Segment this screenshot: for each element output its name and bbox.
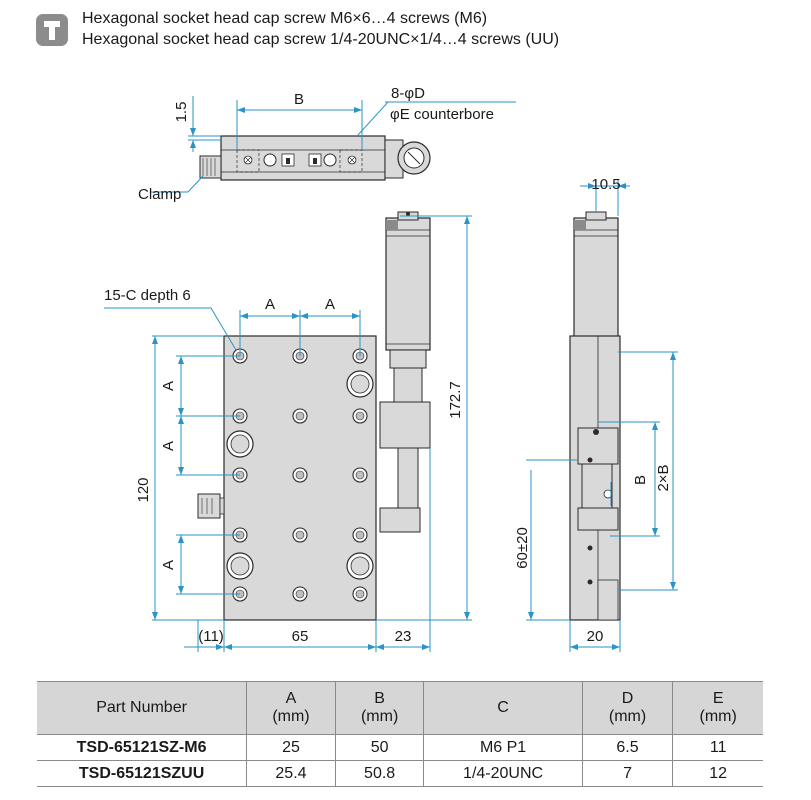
dim-2b: 2×B [655, 464, 672, 491]
col-b: B(mm) [334, 681, 425, 735]
dim-23: 23 [395, 628, 412, 645]
counterbore-holes [226, 370, 374, 580]
cell-c: M6 P1 [423, 734, 583, 761]
dim-20: 20 [587, 628, 604, 645]
cell-e: 11 [672, 734, 763, 761]
col-part-number: Part Number [37, 681, 248, 735]
cell-part-number: TSD-65121SZUU [37, 760, 248, 787]
screw-icon [36, 14, 68, 46]
col-a: A(mm) [246, 681, 336, 735]
cell-d: 7 [581, 760, 674, 787]
dim-a-v1: A [160, 381, 177, 391]
dim-travel: 60±20 [514, 527, 531, 569]
dim-a-2: A [325, 296, 335, 313]
spec-table: Part Number A(mm) B(mm) C D(mm) E(mm) TS… [37, 681, 763, 787]
top-view [199, 135, 431, 181]
dim-b-side: B [632, 475, 649, 485]
col-d: D(mm) [581, 681, 674, 735]
header-line-2: Hexagonal socket head cap screw 1/4-20UN… [82, 31, 560, 48]
dim-1-5: 1.5 [173, 102, 190, 123]
dim-a-v3: A [160, 560, 177, 570]
cell-c: 1/4-20UNC [423, 760, 583, 787]
callout-hole-count: 8-φD [391, 85, 425, 102]
cell-b: 50 [334, 734, 425, 761]
cell-part-number: TSD-65121SZ-M6 [37, 734, 248, 761]
callout-tapped-holes: 15-C depth 6 [104, 287, 191, 304]
tapped-hole-bore [355, 470, 365, 480]
dim-10-5: 10.5 [591, 176, 620, 193]
dim-120: 120 [135, 477, 152, 502]
callout-clamp: Clamp [138, 186, 181, 203]
tapped-hole-bore [295, 411, 305, 421]
dim-a-1: A [265, 296, 275, 313]
header: Hexagonal socket head cap screw M6×6…4 s… [36, 8, 796, 52]
header-text: Hexagonal socket head cap screw M6×6…4 s… [82, 8, 559, 50]
tapped-hole-bore [295, 589, 305, 599]
dim-11: (11) [198, 628, 224, 645]
cell-d: 6.5 [581, 734, 674, 761]
tapped-hole-bore [355, 589, 365, 599]
col-c: C [423, 681, 583, 735]
tapped-hole-bore [295, 470, 305, 480]
cell-b: 50.8 [334, 760, 425, 787]
callout-counterbore: φE counterbore [390, 106, 494, 123]
tapped-hole-bore [355, 530, 365, 540]
cell-e: 12 [672, 760, 763, 787]
tapped-hole-bore [295, 530, 305, 540]
table-header-row: Part Number A(mm) B(mm) C D(mm) E(mm) [37, 681, 763, 735]
cell-a: 25 [246, 734, 336, 761]
cell-a: 25.4 [246, 760, 336, 787]
side-view [569, 211, 621, 621]
front-view-dimensions [104, 215, 472, 652]
header-line-1: Hexagonal socket head cap screw M6×6…4 s… [82, 10, 488, 27]
table-row: TSD-65121SZUU 25.4 50.8 1/4-20UNC 7 12 [37, 760, 763, 787]
table-row: TSD-65121SZ-M6 25 50 M6 P1 6.5 11 [37, 734, 763, 761]
side-view-dimensions [526, 180, 678, 652]
tapped-hole-bore [355, 411, 365, 421]
dim-65: 65 [292, 628, 309, 645]
col-e: E(mm) [672, 681, 763, 735]
dim-172-7: 172.7 [447, 381, 464, 419]
technical-drawing: B 1.5 8-φD φE counterbore Clamp [104, 85, 678, 652]
dim-b-top: B [294, 91, 304, 108]
top-view-dimensions [150, 96, 516, 193]
dim-a-v2: A [160, 441, 177, 451]
